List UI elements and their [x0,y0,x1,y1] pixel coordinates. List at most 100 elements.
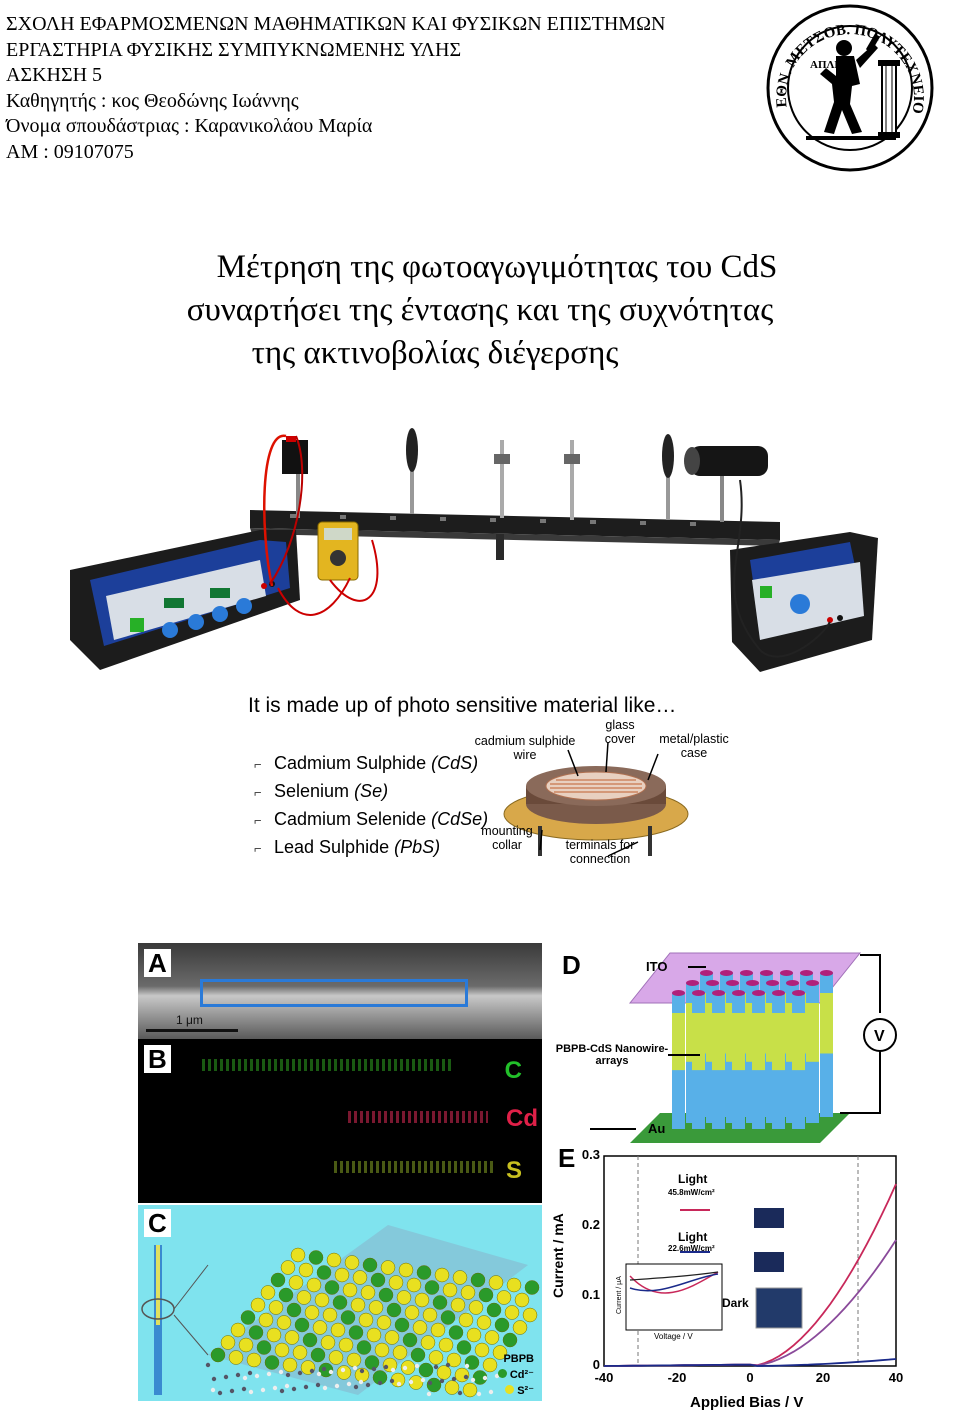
polymer-atom [315,1382,321,1388]
atom [292,1345,308,1360]
polymer-atom [439,1378,445,1384]
school-name: ΣΧΟΛΗ ΕΦΑΡΜΟΣΜΕΝΩΝ ΜΑΘΗΜΑΤΙΚΩΝ ΚΑΙ ΦΥΣΙΚ… [6,13,666,35]
cadmium-map-band [348,1111,488,1123]
atom [458,1312,474,1328]
dark-device-thumbnail [755,1287,803,1329]
polymer-atom [476,1391,482,1397]
atom [250,1297,266,1313]
atom [488,1275,504,1290]
y-tick-label: 0.3 [581,1147,600,1162]
atom [210,1347,226,1363]
polymer-atom [488,1389,494,1395]
nanowire-segment [772,1013,785,1071]
nanowire-cap [672,990,685,996]
label-case: metal/plastic case [659,732,729,760]
polymer-atom [235,1372,241,1378]
bullet-icon: ⌐ [254,757,262,772]
dark-label: Dark [722,1296,749,1310]
atom [460,1285,476,1300]
panel-a-sem-image: A 1 μm [138,943,542,1039]
atom [502,1332,518,1348]
exercise-number: ΑΣΚΗΣΗ 5 [6,64,103,86]
atom [284,1330,300,1345]
carbon-map-band [202,1059,452,1071]
iv-curves [603,1183,897,1367]
atom [456,1340,472,1355]
polymer-atom [278,1369,284,1375]
atom [370,1272,386,1288]
atom [298,1262,314,1278]
atom [400,1360,416,1375]
atom [424,1280,440,1295]
atom [326,1252,342,1268]
panel-label: B [144,1045,171,1073]
atom [374,1342,390,1358]
material-name: Cadmium Selenide [274,809,427,829]
atom [506,1277,522,1293]
atom [290,1247,306,1263]
panel-label: C [144,1209,171,1237]
material-name: Cadmium Sulphide [274,753,427,773]
atom [268,1300,284,1315]
atom [416,1265,432,1280]
legend-s-label: S²⁻ [517,1385,534,1397]
atom [296,1290,312,1305]
atom [360,1285,376,1300]
bullet-icon: ⌐ [254,841,262,856]
ldr-device-icon [503,741,689,857]
atom [514,1292,530,1308]
atom [316,1265,332,1280]
ito-label: ITO [646,959,668,974]
label-glass: glass cover [604,718,636,746]
sulfur-map-band [334,1161,494,1173]
atom [412,1320,428,1335]
y-tick-label: 0.1 [581,1287,600,1302]
nanowire-cap [772,990,785,996]
atom [334,1267,350,1283]
atom [350,1297,366,1313]
polymer-atom [279,1388,285,1394]
atom [332,1295,348,1310]
polymer-atom [352,1365,358,1371]
polymer-atom [365,1382,371,1388]
nanowire-figure: A 1 μm B C Cd S C PBPB Cd²⁻ S²⁻ D [138,943,918,1413]
nanowire-cap [786,980,799,986]
polymer-atom [445,1362,451,1368]
material-formula: (Se) [354,781,389,801]
nanowire-cap [746,980,759,986]
polymer-atom [371,1366,377,1372]
atom [442,1282,458,1298]
x-tick-label: 40 [888,1370,904,1385]
atom [418,1362,434,1378]
atom [258,1312,274,1328]
lab-apparatus-photo [70,428,878,672]
polymer-atom [260,1387,266,1393]
atom [504,1305,520,1320]
atom [468,1300,484,1315]
atom [384,1330,400,1345]
atom [398,1262,414,1278]
label-wire: cadmium sulphide wire [474,734,576,762]
atom [380,1260,396,1275]
student-name: Όνομα σπουδάστριας : Καρανικολάου Μαρία [6,115,373,137]
polymer-atom [389,1378,395,1384]
atom [482,1357,498,1373]
nanowire-cap [752,990,765,996]
polymer-atom [451,1376,457,1382]
lab-name: ΕΡΓΑΣΤΗΡΙΑ ΦΥΣΙΚΗΣ ΣΥΜΠΥΚΝΩΜΕΝΗΣ ΥΛΗΣ [6,38,462,61]
list-item: ⌐Cadmium Sulphide (CdS) [254,750,488,778]
polymer-atom [309,1368,315,1374]
atom [238,1337,254,1353]
atom [376,1315,392,1330]
nanowire-cap [780,970,793,976]
atom [462,1382,478,1398]
atom [430,1322,446,1338]
atom [358,1312,374,1328]
atom [322,1307,338,1323]
atom [522,1307,538,1323]
atom [228,1350,244,1365]
polymer-atom [303,1384,309,1390]
atom [512,1320,528,1335]
polymer-atom [359,1368,365,1374]
nanowire-cap [692,990,705,996]
